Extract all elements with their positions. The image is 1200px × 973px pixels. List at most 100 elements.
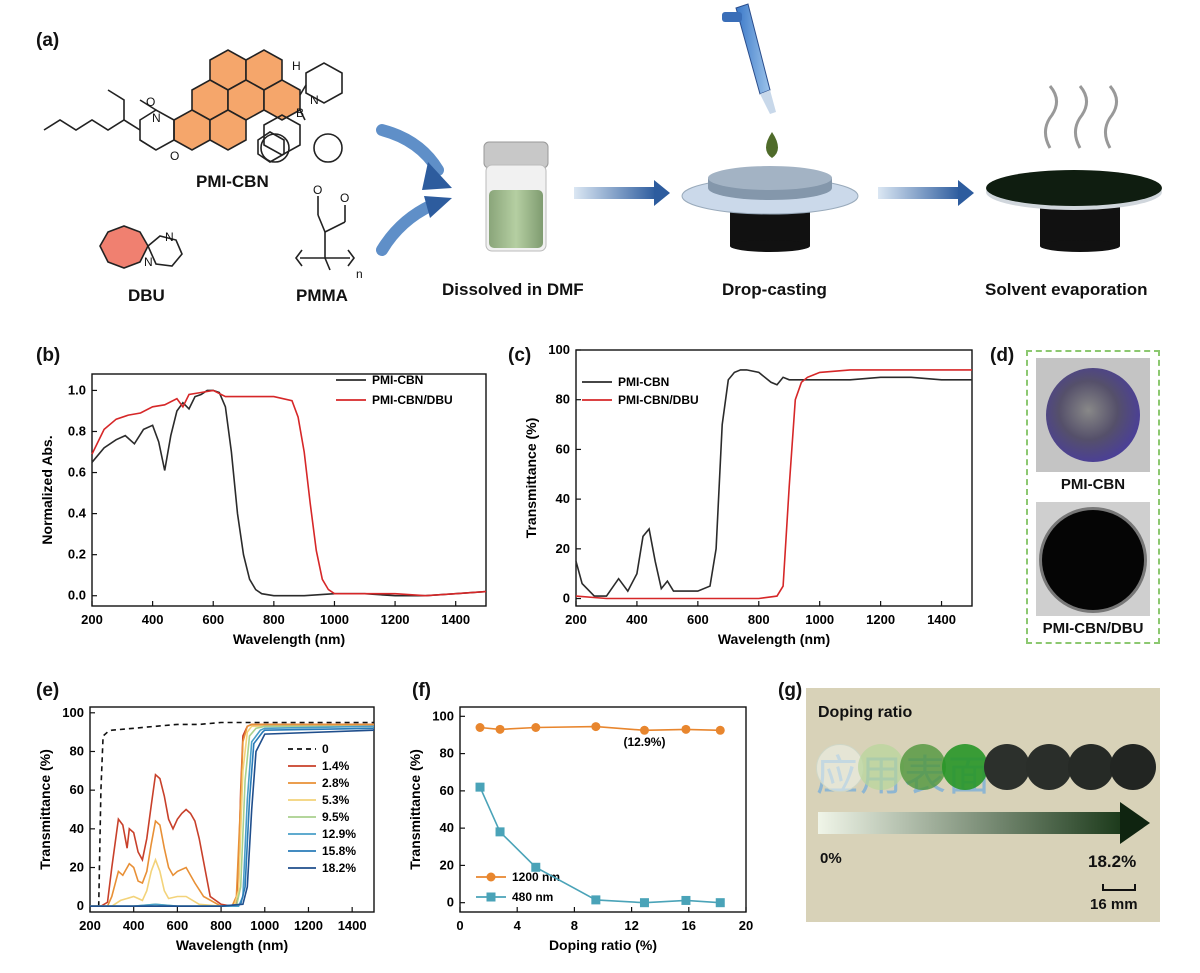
vial-icon [483,141,549,252]
x-tick-label: 800 [263,612,285,627]
sample-photo-pmi-cbn [1036,358,1150,472]
x-tick-label: 400 [626,612,648,627]
doping-end-label: 18.2% [1088,852,1137,871]
disc-7 [1110,744,1156,790]
drop-cast-stage [681,166,859,252]
y-axis-label: Normalized Abs. [39,435,55,544]
y-tick-label: 60 [556,441,570,456]
x-tick-label: 800 [748,612,770,627]
y-axis-label: Transmittance (%) [407,749,423,870]
step-evaporation: Solvent evaporation [985,280,1148,299]
film-disc-purple [1046,368,1140,462]
panel-d-frame [1026,350,1160,644]
pipette-icon [722,3,776,114]
y-tick-label: 100 [432,708,454,723]
x-tick-label: 800 [210,918,232,933]
pmma-atom-o1: O [340,191,349,205]
x-tick-label: 1400 [927,612,956,627]
pmi-cbn-structure [173,49,301,151]
x-tick-label: 200 [565,612,587,627]
step-dissolved: Dissolved in DMF [442,280,584,299]
disc-row [816,744,1156,792]
pmma-caption: PMMA [296,286,348,305]
legend-label: 480 nm [512,890,553,904]
disc-2 [900,744,946,790]
x-axis-label: Wavelength (nm) [176,937,288,953]
x-tick-label: 1200 [294,918,323,933]
series-line-PMI-CBN [575,369,972,597]
vapor-icon [1044,85,1118,149]
x-tick-label: 20 [739,918,753,933]
data-point [715,898,725,908]
disc-5 [1026,744,1072,790]
atom-b: B [296,106,304,120]
atom-o-1: O [146,95,155,109]
y-tick-label: 100 [548,342,570,357]
evaporation-stage [986,85,1162,252]
data-point [495,724,505,734]
plot-frame [89,706,375,913]
panel-a-schematic: H N B N O O N N O [43,3,1162,281]
y-tick-label: 1.0 [68,382,86,397]
y-tick-label: 20 [556,541,570,556]
series-line-PMI-CBN/DBU [575,369,972,600]
data-point [495,827,505,837]
curved-arrow-upper-head [422,162,452,190]
x-axis-label: Wavelength (nm) [718,631,830,647]
disc-0 [816,744,864,792]
data-point [475,782,485,792]
series-line-5.3% [90,725,374,907]
x-tick-label: 600 [687,612,709,627]
y-tick-label: 60 [440,783,454,798]
sample-caption-pmi-cbn: PMI-CBN [1060,476,1126,493]
sample-photo-pmi-cbn-dbu [1036,502,1150,616]
x-tick-label: 200 [81,612,103,627]
doping-start-label: 0% [820,850,842,867]
legend-label: 12.9% [322,827,356,841]
x-tick-label: 1400 [441,612,470,627]
x-tick-label: 1200 [381,612,410,627]
x-tick-label: 1000 [805,612,834,627]
y-tick-label: 0.6 [68,465,86,480]
panel-f-label: (f) [412,680,431,701]
series-line-PMI-CBN/DBU [91,389,487,597]
curved-arrow-upper [376,124,444,176]
atom-o-2: O [170,149,179,163]
dbu-structure [99,225,183,269]
legend-label: PMI-CBN [618,375,669,389]
dbu-caption: DBU [128,286,165,305]
legend-label: 1.4% [322,759,350,773]
curved-arrow-lower [376,199,438,256]
x-tick-label: 400 [142,612,164,627]
dbu-atom-n2: N [144,255,153,269]
series-line-2.8% [90,723,374,907]
x-tick-label: 0 [456,918,463,933]
data-point [531,723,541,732]
ring-7 [209,109,247,151]
atom-h: H [292,59,301,73]
y-tick-label: 0 [447,895,454,910]
disc-6 [1068,744,1114,790]
disc-1 [858,744,904,790]
process-arrow-2 [878,180,974,206]
x-tick-label: 600 [167,918,189,933]
series-line-PMI-CBN [91,389,487,597]
x-tick-label: 12 [624,918,638,933]
legend-label: 15.8% [322,844,356,858]
y-tick-label: 40 [440,820,454,835]
disc-4 [984,744,1030,790]
disc-3 [942,744,988,790]
plot-frame [91,373,487,607]
data-point [639,898,649,908]
series-line-18.2% [90,729,375,907]
data-point [681,724,691,734]
pmma-subscript-n: n [356,267,363,281]
panel-e-label: (e) [36,680,60,701]
atom-n-imide: N [152,111,161,125]
chart-annotation: (12.9%) [623,735,665,749]
y-tick-label: 20 [440,857,454,872]
series-line-480 nm [479,786,721,904]
x-tick-label: 8 [571,918,578,933]
